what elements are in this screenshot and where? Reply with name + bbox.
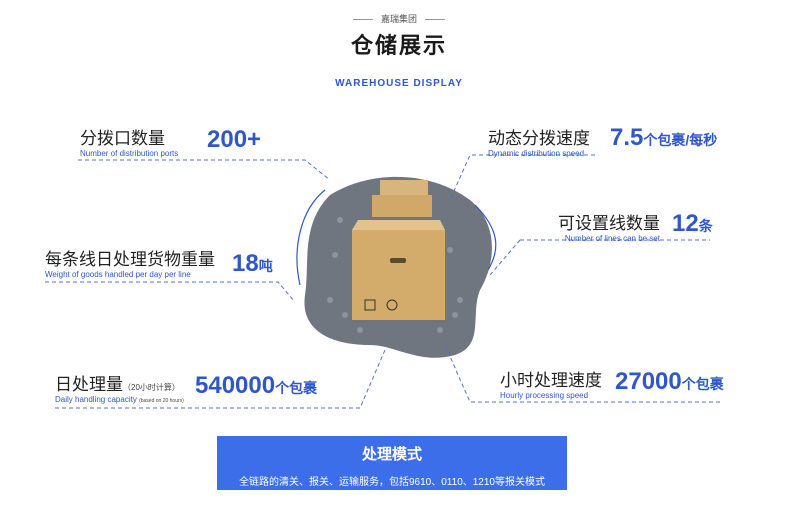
stat-weight-value: 18吨 — [232, 250, 273, 278]
stat-lines-unit: 条 — [698, 218, 713, 234]
stat-lines: 可设置线数量 Number of lines can be set — [558, 209, 660, 243]
page-subtitle: WAREHOUSE DISPLAY — [335, 78, 463, 89]
stat-hourly-value: 27000个包裹 — [615, 368, 724, 396]
stat-lines-number: 12 — [672, 210, 699, 237]
stat-lines-en: Number of lines can be set — [564, 234, 660, 243]
brand-name: 嘉瑞集团 — [0, 12, 798, 25]
stat-daily-note: （20小时计算） — [123, 383, 180, 392]
divider — [352, 19, 373, 21]
cardboard-box-back — [372, 180, 432, 217]
stat-ports-label: 分拨口数量 — [80, 129, 165, 148]
stat-weight-number: 18 — [232, 250, 259, 277]
stat-hourly-unit: 个包裹 — [681, 376, 724, 392]
stat-hourly-number: 27000 — [615, 368, 682, 395]
stat-weight-label: 每条线日处理货物重量 — [45, 250, 215, 269]
conveyor-outline-2 — [474, 204, 497, 271]
stat-speed-number: 7.5 — [610, 124, 644, 151]
cardboard-box-main — [352, 220, 445, 320]
stat-weight-en: Weight of goods handled per day per line — [45, 270, 191, 279]
stat-speed-value: 7.5个包裹/每秒 — [610, 124, 717, 152]
conveyor-outline — [296, 189, 326, 286]
stat-daily: 日处理量（20小时计算） Daily handling capacity (ba… — [55, 370, 184, 404]
banner-text: 全链路的清关、报关、运输服务，包括9610、0110、1210等报关模式 — [239, 477, 545, 488]
stat-daily-unit: 个包裹 — [275, 380, 318, 396]
stat-lines-label: 可设置线数量 — [558, 214, 660, 233]
stat-lines-value: 12条 — [672, 210, 713, 238]
stat-hourly: 小时处理速度 Hourly processing speed — [500, 366, 602, 400]
stat-ports-en: Number of distribution ports — [80, 149, 179, 158]
stat-speed-unit: 个包裹/每秒 — [643, 132, 718, 148]
stat-hourly-label: 小时处理速度 — [500, 371, 602, 390]
stat-daily-en: Daily handling capacity — [55, 395, 137, 404]
page-title: 仓储展示 — [350, 33, 447, 58]
stat-daily-number: 540000 — [195, 372, 276, 399]
stat-ports: 分拨口数量 Number of distribution ports — [80, 124, 178, 158]
stat-daily-value: 540000个包裹 — [195, 372, 317, 400]
stat-weight: 每条线日处理货物重量 Weight of goods handled per d… — [45, 245, 215, 279]
stat-daily-label: 日处理量 — [55, 375, 123, 394]
brand-text: 嘉瑞集团 — [380, 14, 417, 24]
stat-speed: 动态分拨速度 Dynamic distribution speed — [488, 124, 590, 158]
stat-weight-unit: 吨 — [258, 258, 273, 274]
stat-daily-en-note: (based on 20 hours) — [139, 398, 184, 404]
divider — [425, 19, 445, 21]
stat-speed-label: 动态分拨速度 — [488, 129, 590, 148]
stat-ports-value: 200+ — [207, 126, 262, 153]
stat-hourly-en: Hourly processing speed — [500, 391, 589, 400]
processing-mode-banner: 处理模式 全链路的清关、报关、运输服务，包括9610、0110、1210等报关模… — [217, 436, 567, 490]
banner-title: 处理模式 — [361, 446, 422, 463]
stat-speed-en: Dynamic distribution speed — [488, 149, 585, 158]
